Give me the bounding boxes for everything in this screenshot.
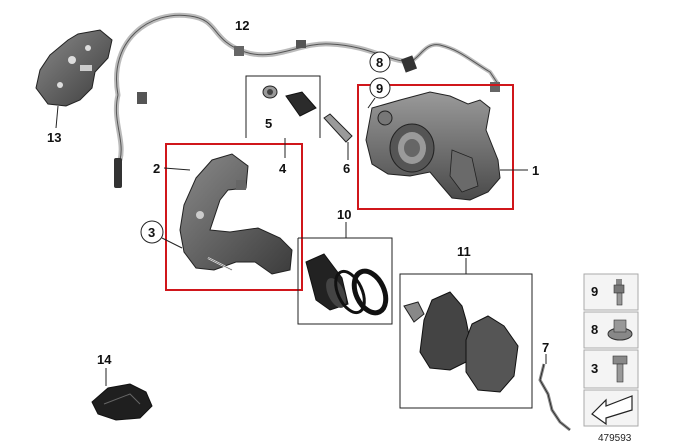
legend-dust-cap — [607, 319, 633, 341]
callout-7: 7 — [542, 340, 549, 355]
part-5-guide-bushing[interactable] — [262, 85, 278, 99]
callout-9-marker — [367, 77, 391, 109]
legend-bleeder-screw — [613, 279, 625, 306]
direction-arrow-icon — [591, 395, 633, 426]
part-12-wear-sensor[interactable] — [113, 12, 500, 188]
callout-13: 13 — [47, 130, 61, 145]
part-7-retaining-spring[interactable] — [538, 354, 571, 432]
highlight-box-part-2 — [165, 143, 303, 291]
callout-3: 3 — [148, 225, 155, 240]
leader-line-2 — [163, 167, 191, 171]
callout-3-marker — [140, 220, 183, 249]
part-11-brake-pads[interactable] — [403, 291, 519, 393]
callout-8: 8 — [376, 55, 383, 70]
callout-1: 1 — [532, 163, 539, 178]
callout-11: 11 — [457, 244, 471, 259]
callout-8-marker — [369, 51, 391, 73]
hardware-legend-panel — [583, 273, 639, 427]
diagram-id: 479593 — [598, 433, 632, 444]
callout-14: 14 — [97, 352, 112, 367]
part-2-caliper-carrier[interactable] — [179, 153, 293, 275]
callout-2: 2 — [153, 161, 160, 176]
callout-4: 4 — [279, 161, 287, 176]
part-13-bracket[interactable] — [35, 29, 113, 129]
callout-5: 5 — [265, 116, 272, 131]
part-1-brake-caliper[interactable] — [365, 91, 528, 201]
box-part-4-frame — [245, 75, 321, 138]
highlight-box-part-1 — [357, 84, 514, 210]
legend-bolt — [612, 355, 628, 383]
part-4-guide-bolt-cap[interactable] — [285, 91, 317, 117]
box-part-10-frame — [297, 237, 393, 325]
legend-label-9: 9 — [591, 284, 598, 299]
callout-10: 10 — [337, 207, 351, 222]
callout-6: 6 — [343, 161, 350, 176]
part-6-guide-pin[interactable] — [323, 113, 353, 160]
callout-12: 12 — [235, 18, 249, 33]
part-14-grease-packet[interactable] — [91, 368, 153, 421]
legend-label-8: 8 — [591, 322, 598, 337]
part-10-piston-seal-kit[interactable] — [305, 253, 392, 318]
callout-9: 9 — [376, 81, 383, 96]
legend-label-3: 3 — [591, 361, 598, 376]
